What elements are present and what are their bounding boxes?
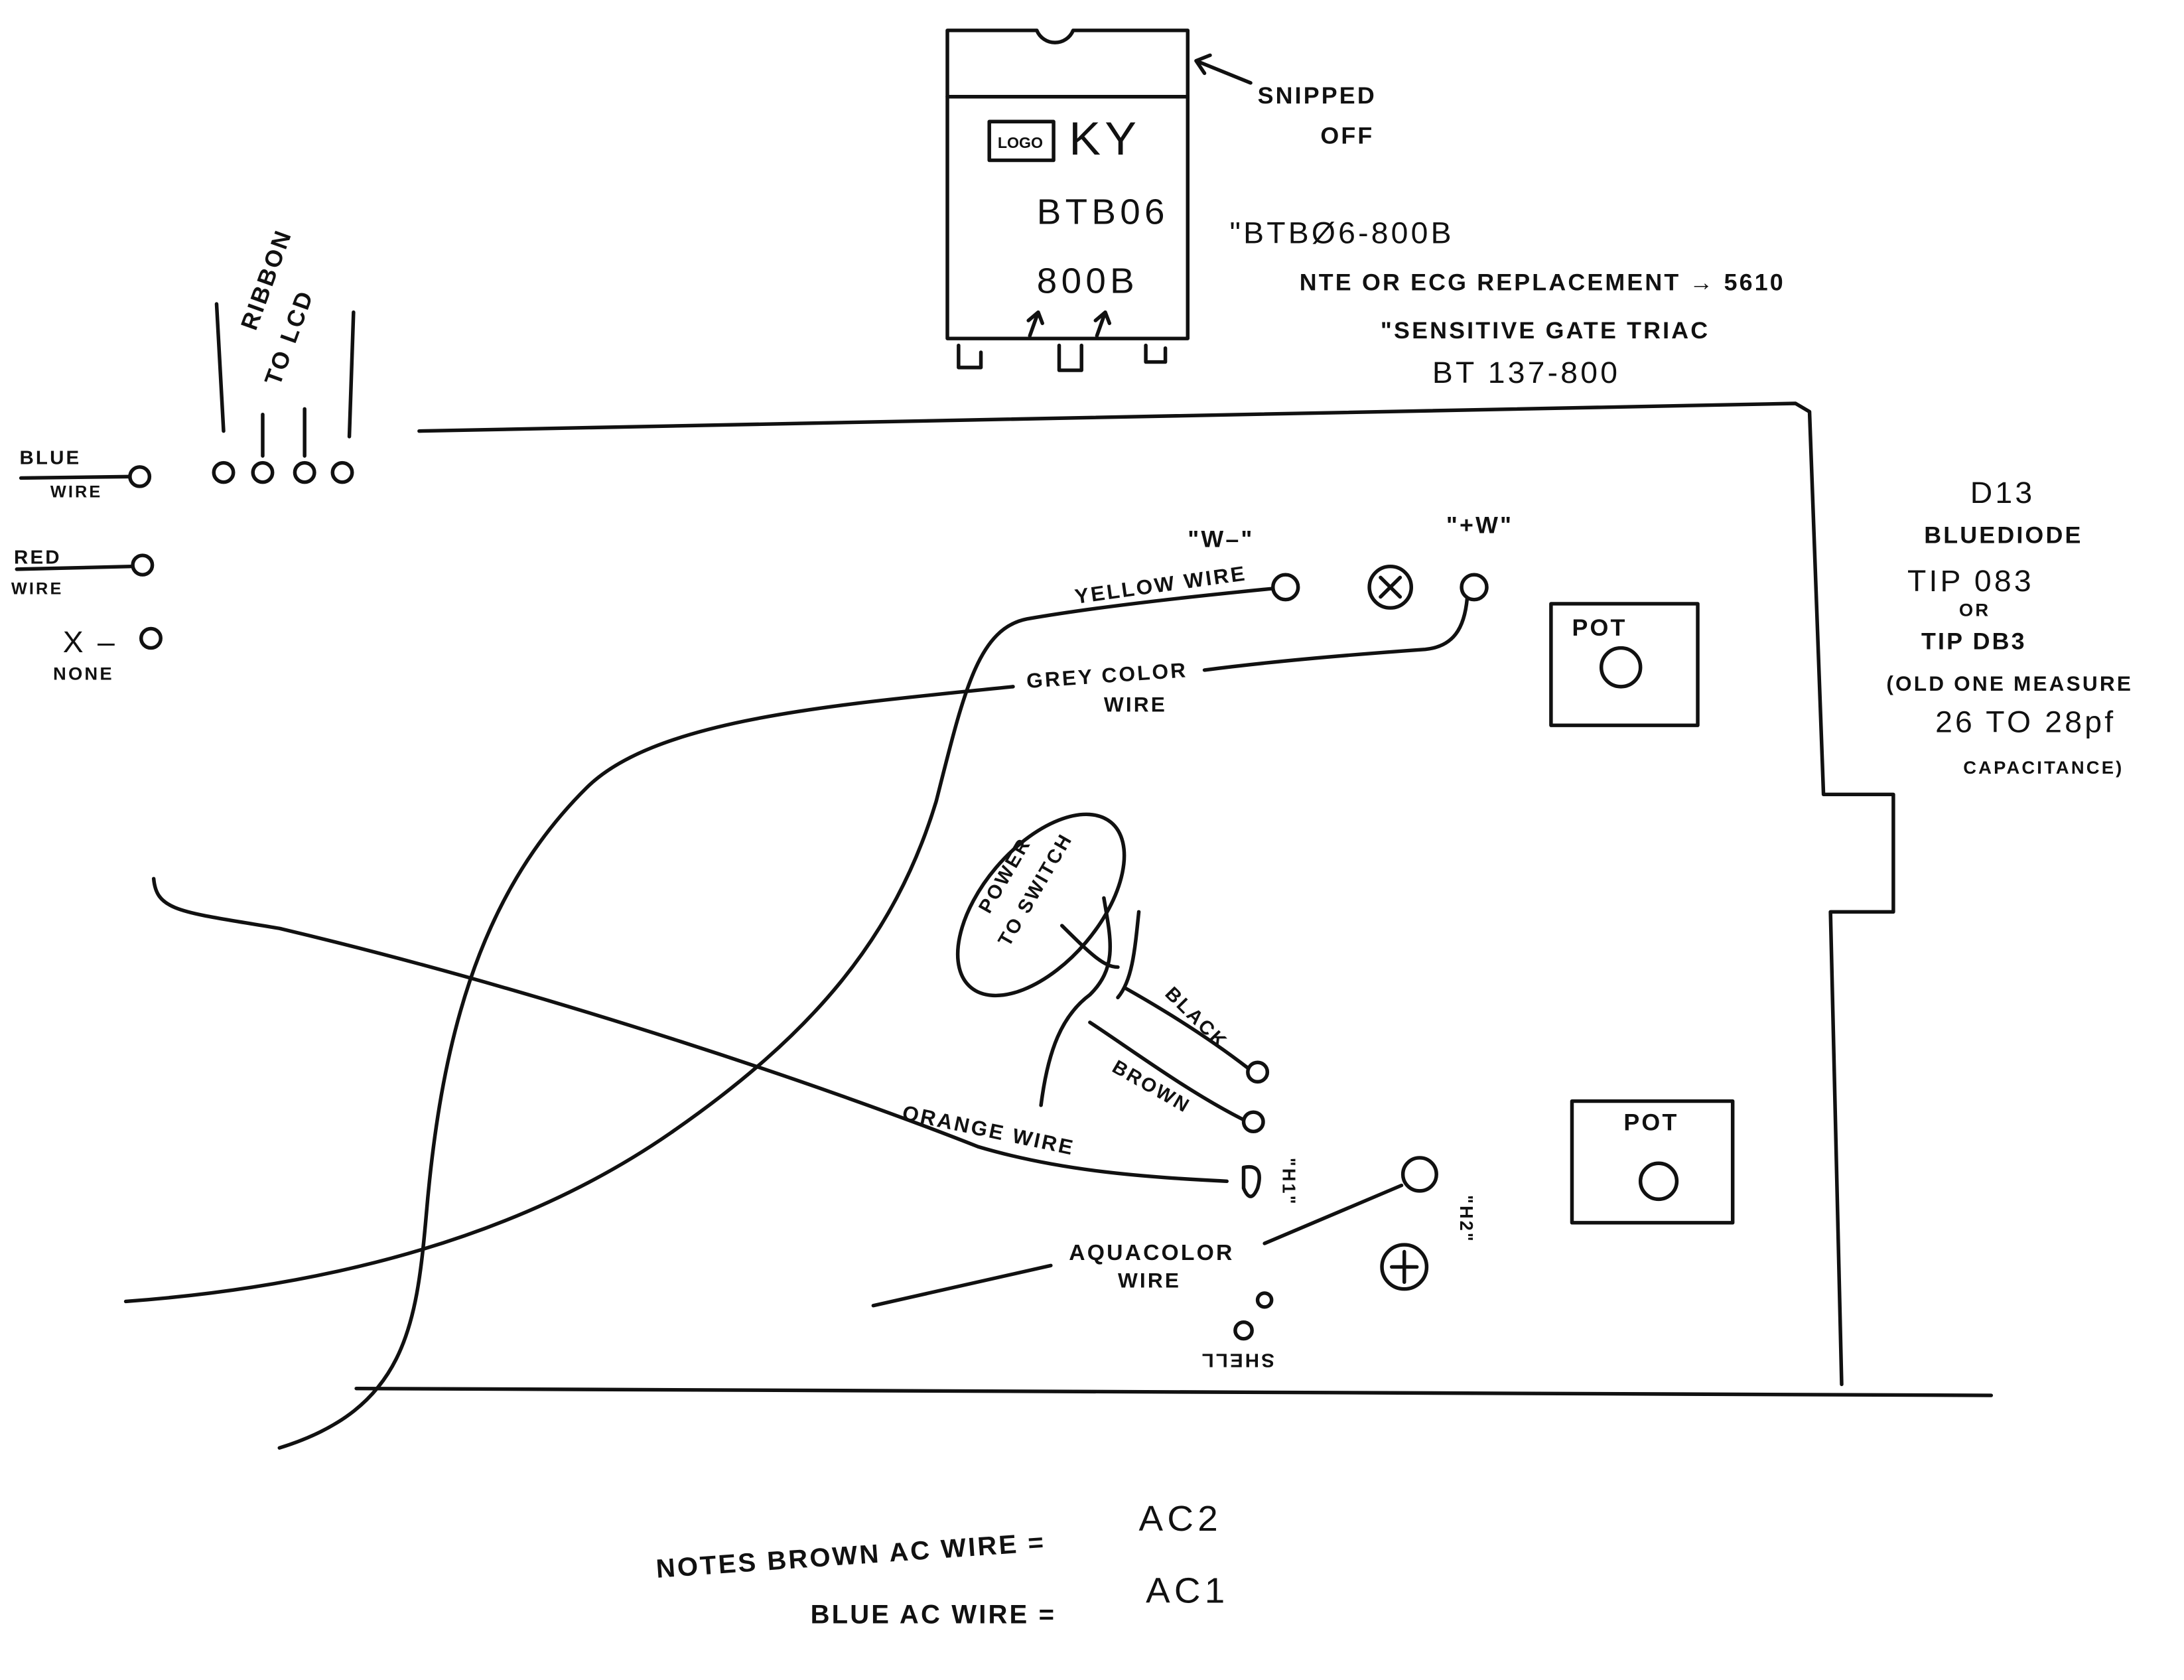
replacement-note: NTE OR ECG REPLACEMENT → 5610	[1300, 269, 1785, 295]
w-plus-terminal	[1460, 573, 1489, 602]
chip-pin	[1144, 343, 1168, 364]
diode-note-line: D13	[1970, 475, 2035, 510]
note-ac2: AC2	[1139, 1498, 1222, 1539]
brown-wire	[1088, 1020, 1245, 1121]
chip-line2: 800B	[1037, 261, 1138, 301]
red-wire-label: RED	[14, 547, 62, 569]
ribbon-pin	[293, 460, 316, 484]
black-label: BLACK	[1160, 983, 1232, 1053]
black-wire-terminal	[1246, 1060, 1270, 1084]
none-label: NONE	[53, 664, 114, 684]
chip-brand: KY	[1069, 113, 1140, 166]
diode-note-line: BLUEDIODE	[1924, 522, 2082, 549]
brown-wire-terminal	[1241, 1110, 1265, 1134]
plus-circle-icon	[1380, 1243, 1429, 1291]
diode-note-line: OR	[1959, 600, 1990, 620]
pot-2-knob	[1638, 1161, 1679, 1202]
shell-terminal	[1233, 1320, 1254, 1341]
aqua-wire-label-2: WIRE	[1118, 1269, 1181, 1293]
pin-arrow-icon	[1026, 310, 1044, 338]
orange-wire	[151, 876, 1229, 1184]
chip-pin	[957, 343, 983, 370]
grey-wire-label: GREY COLOR	[1026, 658, 1188, 692]
shell-label: SHELL	[1199, 1350, 1274, 1371]
chip-pin	[1057, 343, 1083, 372]
diode-note-line: (OLD ONE MEASURE	[1886, 672, 2133, 695]
diode-note: D13 BLUEDIODE TIP 083 OR TIP DB3 (OLD ON…	[1886, 475, 2133, 778]
pot-1	[1549, 602, 1700, 727]
pot-2-label: POT	[1623, 1109, 1678, 1135]
blue-wire-label: BLUE	[19, 447, 81, 469]
part-number-note: "BTBØ6-800B	[1229, 216, 1454, 250]
snipped-label: SNIPPED	[1258, 82, 1377, 109]
ribbon-pin	[251, 460, 275, 484]
note-brown-ac: NOTES BROWN AC WIRE =	[655, 1528, 1046, 1584]
arrow-icon	[1194, 53, 1253, 85]
chip-body	[945, 95, 1190, 340]
alt-part-note: BT 137-800	[1432, 355, 1620, 389]
red-wire-label-2: WIRE	[11, 579, 64, 598]
grey-wire-label-2: WIRE	[1104, 693, 1167, 717]
x-label: X –	[63, 624, 117, 659]
diode-note-line: 26 TO 28pf	[1935, 705, 2116, 739]
diode-note-line: CAPACITANCE)	[1963, 757, 2124, 778]
shell-terminal	[1255, 1291, 1274, 1309]
yellow-wire	[123, 587, 1275, 1304]
triac-type-note: "SENSITIVE GATE TRIAC	[1381, 317, 1710, 344]
w-minus-terminal	[1271, 573, 1300, 602]
power-to-switch-callout	[955, 812, 1126, 998]
grey-wire	[277, 596, 1469, 1450]
board-outline	[354, 401, 1994, 1397]
chip-logo: LOGO	[998, 134, 1043, 151]
aqua-wire	[871, 1183, 1404, 1308]
chip-snipped-tab	[945, 29, 1190, 99]
chip-line1: BTB06	[1037, 192, 1169, 232]
power-leads	[1039, 896, 1141, 1107]
diode-note-line: TIP 083	[1907, 563, 2034, 598]
ribbon-to-lcd: RIBBON TO LCD	[212, 226, 356, 484]
chip-logo-box	[987, 119, 1056, 163]
aqua-wire-label: AQUACOLOR	[1069, 1241, 1234, 1265]
pin-arrow-icon	[1093, 310, 1112, 338]
w-minus-label: "W–"	[1188, 526, 1254, 553]
triac-chip: LOGO KY BTB06 800B SNIPPED OFF	[945, 29, 1377, 372]
h1-label: "H1"	[1278, 1158, 1299, 1206]
h1-terminal	[1241, 1164, 1261, 1198]
ribbon-pin	[212, 460, 236, 484]
h2-terminal	[1400, 1156, 1438, 1193]
pot-1-label: POT	[1572, 614, 1627, 641]
blue-wire-label-2: WIRE	[50, 483, 103, 502]
note-ac1: AC1	[1146, 1571, 1229, 1611]
black-wire	[1123, 986, 1250, 1070]
red-wire-terminal	[131, 553, 155, 577]
note-blue-ac: BLUE AC WIRE =	[811, 1600, 1057, 1630]
pot-1-knob	[1599, 646, 1643, 689]
pot-2	[1570, 1099, 1735, 1225]
none-terminal	[139, 626, 163, 650]
w-plus-label: "+W"	[1446, 512, 1513, 539]
ribbon-pin	[330, 460, 354, 484]
off-label: OFF	[1320, 123, 1374, 149]
diode-note-line: TIP DB3	[1921, 628, 2027, 655]
h2-label: "H2"	[1456, 1195, 1477, 1243]
blue-wire-terminal	[128, 465, 152, 488]
x-circle-icon	[1367, 565, 1414, 610]
